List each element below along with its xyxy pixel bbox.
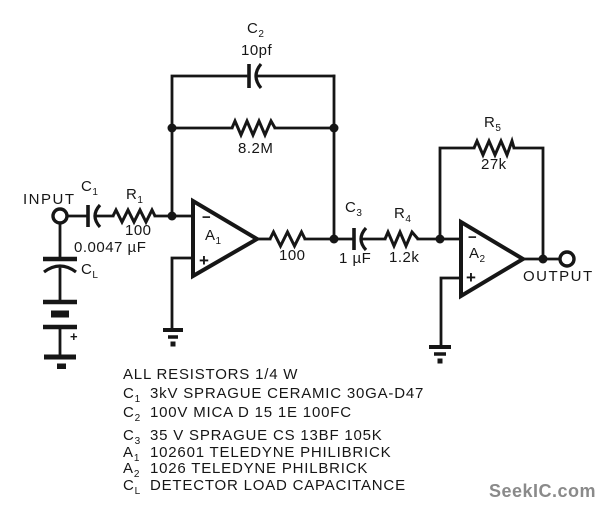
note-text: 3kV SPRAGUE CERAMIC 30GA-D47	[150, 385, 425, 402]
junction-dot	[329, 123, 339, 133]
note-item: C2 100V MICA D 15 1E 100FC	[123, 404, 352, 424]
wire-left-rail-to-c2	[170, 74, 248, 218]
note-designator: C2	[123, 404, 141, 424]
resistor-r1	[111, 206, 157, 226]
input-terminal	[51, 207, 69, 225]
wire-a1-plus-to-ground	[170, 256, 195, 329]
wire-r5-right	[512, 146, 545, 261]
c3-designator: C3	[345, 199, 362, 219]
note-designator: A1	[123, 444, 140, 464]
a1-noninverting-sign: +	[199, 251, 209, 270]
a2-designator: A2	[469, 245, 486, 265]
r1-value: 100	[125, 222, 152, 239]
watermark: SeekIC.com	[489, 481, 597, 501]
c1-value: 0.0047 µF	[74, 239, 147, 256]
r5-designator: R5	[484, 114, 501, 134]
a2-inverting-sign: −	[468, 229, 477, 246]
c1-designator: C1	[81, 178, 98, 198]
output-terminal	[558, 250, 576, 268]
note-designator: C3	[123, 427, 141, 447]
junction-dot	[538, 254, 548, 264]
c2-designator: C2	[247, 20, 264, 40]
note-item: CL DETECTOR LOAD CAPACITANCE	[123, 477, 406, 497]
capacitor-cl	[43, 256, 77, 274]
output-label: OUTPUT	[523, 268, 594, 285]
note-item: C1 3kV SPRAGUE CERAMIC 30GA-D47	[123, 385, 424, 405]
capacitor-c2	[247, 62, 263, 90]
ground-symbol-input	[44, 354, 76, 369]
note-item: A2 1026 TELEDYNE PHILBRICK	[123, 460, 368, 480]
junction-dot	[329, 234, 339, 244]
capacitors	[43, 62, 368, 274]
note-item: A1 102601 TELEDYNE PHILIBRICK	[123, 444, 391, 464]
resistor-100-output	[268, 228, 307, 250]
wire-a2-plus-to-ground	[439, 276, 463, 346]
junction-dot	[167, 211, 177, 221]
resistor-8m2	[230, 117, 277, 139]
junction-dot	[167, 123, 177, 133]
note-text: DETECTOR LOAD CAPACITANCE	[150, 477, 406, 494]
note-designator: CL	[123, 477, 141, 497]
note-text: 35 V SPRAGUE CS 13BF 105K	[150, 427, 383, 444]
note-designator: A2	[123, 460, 140, 480]
a1-designator: A1	[205, 227, 222, 247]
wire-r5-left	[438, 146, 476, 241]
opamp-a2-symbol	[459, 218, 527, 300]
note-text: 102601 TELEDYNE PHILIBRICK	[150, 444, 392, 461]
capacitor-c3	[352, 226, 368, 252]
a2-noninverting-sign: +	[466, 268, 476, 287]
ground-symbol-a2	[429, 345, 451, 364]
r1-designator: R1	[126, 186, 143, 206]
capacitor-c1	[86, 203, 102, 229]
note-item: C3 35 V SPRAGUE CS 13BF 105K	[123, 427, 383, 447]
cl-designator: CL	[81, 261, 98, 281]
c3-value: 1 µF	[339, 250, 372, 267]
resistor-r5	[472, 136, 516, 160]
ground-symbol-a1	[163, 328, 183, 347]
c2-value: 10pf	[241, 42, 273, 59]
resistors	[111, 117, 516, 250]
input-label: INPUT	[23, 191, 76, 208]
battery-polarity-sign: +	[70, 329, 78, 344]
r5-value: 27k	[481, 156, 507, 173]
note-text: 1026 TELEDYNE PHILBRICK	[150, 460, 369, 477]
note-designator: C1	[123, 385, 141, 405]
junction-dots	[167, 123, 548, 264]
r4-value: 1.2k	[389, 249, 420, 266]
a1-inverting-sign: −	[202, 209, 211, 226]
notes-block: ALL RESISTORS 1/4 W C1 3kV SPRAGUE CERAMI…	[123, 0, 483, 517]
r4-designator: R4	[394, 205, 411, 225]
resistor-r4	[383, 228, 420, 250]
junction-dot	[435, 234, 445, 244]
opamp-a1-symbol	[191, 197, 261, 280]
note-text: 100V MICA D 15 1E 100FC	[150, 404, 352, 421]
feedback-resistor-value: 8.2M	[238, 140, 274, 157]
battery-symbol	[43, 299, 77, 330]
output-resistor-value: 100	[279, 247, 306, 264]
notes-title: ALL RESISTORS 1/4 W	[123, 366, 299, 383]
